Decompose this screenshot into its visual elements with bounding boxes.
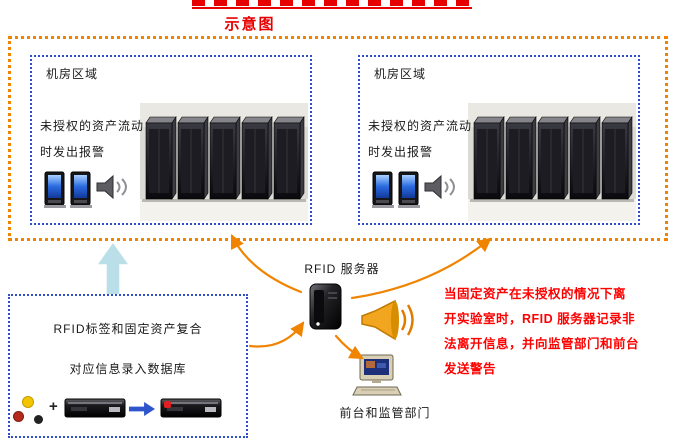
- frontdesk-label: 前台和监管部门: [339, 406, 431, 420]
- warning-text-line: 发送警告: [444, 362, 497, 376]
- asset-dot-red-icon: [13, 411, 24, 422]
- arrow-registration-to-server: [248, 321, 305, 348]
- cropped-title-remnant: [192, 0, 472, 9]
- server-racks-photo: [140, 103, 308, 221]
- alert-text-line2: 时发出报警: [368, 145, 434, 159]
- registration-title: RFID标签和固定资产复合: [53, 322, 203, 336]
- warning-text: 当固定资产在未授权的情况下离 开实验室时，RFID 服务器记录非 法离开信息，并…: [444, 282, 676, 382]
- arrow-server-to-left-room: [230, 234, 303, 294]
- machine-room-label: 机房区域: [46, 67, 99, 81]
- registration-subtitle: 对应信息录入数据库: [69, 362, 187, 376]
- speaker-icon: [424, 173, 458, 201]
- alert-text-line1: 未授权的资产流动: [40, 119, 145, 133]
- machine-room-box-right: 机房区域 未授权的资产流动 时发出报警: [358, 55, 640, 225]
- page-title: 示意图: [224, 16, 276, 33]
- warning-text-line: 当固定资产在未授权的情况下离: [444, 287, 627, 301]
- registration-box: RFID标签和固定资产复合 对应信息录入数据库 +: [8, 294, 248, 438]
- rfid-gates-icon: [372, 169, 420, 209]
- reader-device-icon: [64, 395, 126, 421]
- outer-boundary-box: [8, 36, 668, 241]
- red-rfid-tag-icon: [164, 401, 171, 408]
- server-racks-photo: [468, 103, 636, 221]
- warning-text-line: 法离开信息，并向监管部门和前台: [444, 337, 640, 351]
- asset-dot-yellow-icon: [22, 396, 34, 408]
- rfid-server-label: RFID 服务器: [304, 262, 380, 276]
- plus-sign: +: [49, 398, 58, 415]
- arrow-right-icon: [129, 401, 155, 417]
- machine-room-box-left: 机房区域 未授权的资产流动 时发出报警: [30, 55, 312, 225]
- alert-text-line2: 时发出报警: [40, 145, 106, 159]
- tagged-device-icon: [160, 395, 222, 421]
- alert-text-line1: 未授权的资产流动: [368, 119, 473, 133]
- cyan-up-arrow-icon: [98, 243, 128, 299]
- rfid-server-icon: [308, 281, 344, 331]
- rfid-gates-icon: [44, 169, 92, 209]
- tagged-device-body: [160, 395, 222, 421]
- asset-dot-black-icon: [34, 415, 43, 424]
- warning-text-line: 开实验室时，RFID 服务器记录非: [444, 312, 636, 326]
- frontdesk-computer-icon: [352, 354, 402, 400]
- speaker-icon: [96, 173, 130, 201]
- machine-room-label: 机房区域: [374, 67, 427, 81]
- alarm-megaphone-icon: [360, 298, 416, 342]
